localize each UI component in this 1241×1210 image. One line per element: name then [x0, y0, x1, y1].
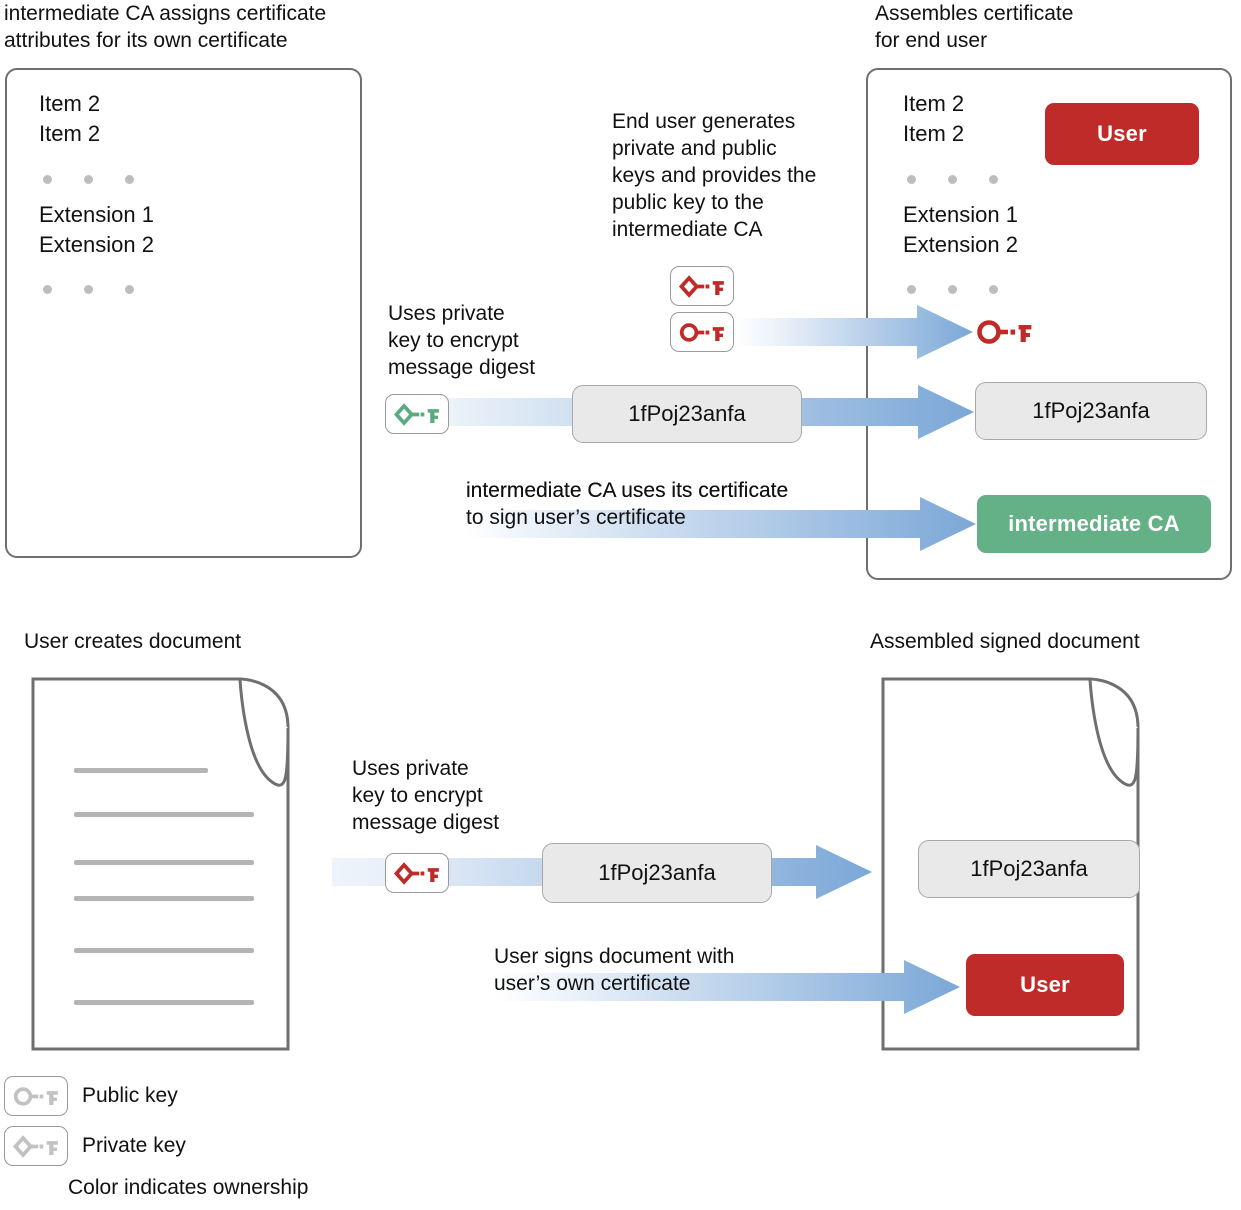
- note-end-user-generates-keys: End user generates private and public ke…: [612, 110, 817, 241]
- note-ca-signs-user-certificate-overlay: intermediate CA uses its certificate to …: [466, 479, 789, 529]
- ellipsis-dots-lower: [907, 285, 998, 294]
- top-left-caption: intermediate CA assigns certificate attr…: [4, 2, 327, 52]
- cert-line-item-1: Item 2: [39, 91, 101, 116]
- arrow-ca-sign-to-badge: [466, 497, 976, 551]
- cert-line-extension-2: Extension 2: [903, 232, 1018, 257]
- ellipsis-dots-upper: [907, 175, 998, 184]
- dot-icon: [948, 285, 957, 294]
- dot-icon: [125, 175, 134, 184]
- ellipsis-dots-upper: [43, 175, 134, 184]
- legend-public-key-label: Public key: [82, 1084, 178, 1107]
- arrow-user-signs-document: [494, 960, 960, 1014]
- digest-box-signed-top: 1fPoj23anfa: [572, 385, 802, 443]
- legend-ownership-note: Color indicates ownership: [68, 1176, 309, 1199]
- private-key-red-icon-box: [670, 266, 734, 306]
- cert-line-item-1: Item 2: [903, 91, 965, 116]
- legend-public-key-row: Public key: [4, 1076, 178, 1116]
- digest-box-signed-bottom: 1fPoj23anfa: [542, 843, 772, 903]
- ellipsis-dots-lower: [43, 285, 134, 294]
- public-key-red-icon-box: [670, 312, 734, 352]
- note-uses-private-key-top: Uses private key to encrypt message dige…: [388, 302, 536, 379]
- dot-icon: [125, 285, 134, 294]
- dot-icon: [989, 175, 998, 184]
- legend-private-key-label: Private key: [82, 1134, 186, 1157]
- digest-box-inside-signed-document: 1fPoj23anfa: [918, 840, 1140, 898]
- public-key-gray-icon-box: [4, 1076, 68, 1116]
- note-user-signs-document: User signs document with user’s own cert…: [494, 945, 735, 995]
- user-badge-signed-document: User: [966, 954, 1124, 1016]
- dot-icon: [84, 175, 93, 184]
- cert-line-extension-1: Extension 1: [39, 202, 154, 227]
- cert-line-extension-1: Extension 1: [903, 202, 1018, 227]
- note-uses-private-key-bottom: Uses private key to encrypt message dige…: [352, 757, 500, 834]
- legend-private-key-row: Private key: [4, 1126, 186, 1166]
- private-key-gray-icon-box: [4, 1126, 68, 1166]
- document-text-line: [74, 768, 208, 773]
- cert-line-extension-2: Extension 2: [39, 232, 154, 257]
- private-key-red-icon-box-bottom: [385, 853, 449, 893]
- document-text-line: [74, 860, 254, 865]
- intermediate-ca-certificate-card: Item 2 Item 2 Extension 1 Extension 2: [5, 68, 362, 558]
- cert-line-item-2: Item 2: [39, 121, 101, 146]
- public-key-red-icon-delivered: [975, 316, 1035, 348]
- dot-icon: [907, 285, 916, 294]
- private-key-green-icon-box: [385, 394, 449, 434]
- bottom-right-caption: Assembled signed document: [870, 630, 1140, 653]
- intermediate-ca-badge: intermediate CA: [977, 495, 1211, 553]
- dot-icon: [43, 285, 52, 294]
- dot-icon: [948, 175, 957, 184]
- document-text-line: [74, 812, 254, 817]
- bottom-left-caption: User creates document: [24, 630, 242, 653]
- document-text-line: [74, 1000, 254, 1005]
- arrow-public-key-to-certificate: [733, 305, 973, 359]
- user-badge-certificate: User: [1045, 103, 1199, 165]
- dot-icon: [84, 285, 93, 294]
- top-right-caption: Assembles certificate for end user: [875, 2, 1074, 52]
- document-text-line: [74, 948, 254, 953]
- cert-line-item-2: Item 2: [903, 121, 965, 146]
- dot-icon: [989, 285, 998, 294]
- digest-box-certificate: 1fPoj23anfa: [975, 382, 1207, 440]
- dot-icon: [43, 175, 52, 184]
- document-text-line: [74, 896, 254, 901]
- dot-icon: [907, 175, 916, 184]
